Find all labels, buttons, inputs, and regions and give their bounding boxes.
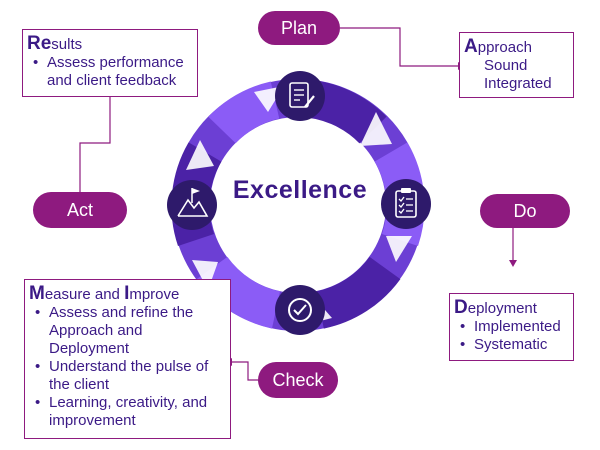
do-pill: Do bbox=[480, 194, 570, 228]
deployment-heading: Deployment bbox=[454, 297, 537, 318]
connector-act-results bbox=[79, 97, 111, 192]
approach-heading: Approach bbox=[464, 36, 532, 57]
results-box: Results Assess performance and client fe… bbox=[22, 29, 198, 97]
connector-arrow-deployment bbox=[509, 260, 517, 267]
deployment-box: Deployment Implemented Systematic bbox=[449, 293, 574, 361]
approach-line-sound: Sound bbox=[484, 57, 528, 74]
measure-improve-box: Measure and Improve Assess and refine th… bbox=[24, 279, 231, 439]
act-pill: Act bbox=[33, 192, 127, 228]
mountain-flag-icon bbox=[167, 180, 217, 230]
check-circle-icon bbox=[275, 285, 325, 335]
checklist-pencil-icon bbox=[275, 71, 325, 121]
results-heading: Results bbox=[27, 33, 83, 54]
connector-check-measure bbox=[232, 361, 258, 381]
approach-box: Approach Sound Integrated bbox=[459, 32, 574, 98]
center-title: Excellence bbox=[232, 176, 368, 204]
measure-item: Understand the pulse of the client bbox=[29, 358, 226, 394]
clipboard-checklist-icon bbox=[381, 179, 431, 229]
deployment-item: Systematic bbox=[454, 336, 569, 354]
deployment-item: Implemented bbox=[454, 318, 569, 336]
results-item: Assess performance and client feedback bbox=[27, 54, 193, 90]
measure-improve-heading: Measure and Improve bbox=[29, 283, 180, 304]
measure-item: Learning, creativity, and improvement bbox=[29, 394, 226, 430]
plan-pill: Plan bbox=[258, 11, 340, 45]
connector-lines bbox=[79, 27, 514, 381]
check-pill: Check bbox=[258, 362, 338, 398]
approach-line-integrated: Integrated bbox=[484, 75, 552, 92]
connector-plan-approach bbox=[340, 27, 458, 67]
measure-item: Assess and refine the Approach and Deplo… bbox=[29, 304, 226, 358]
